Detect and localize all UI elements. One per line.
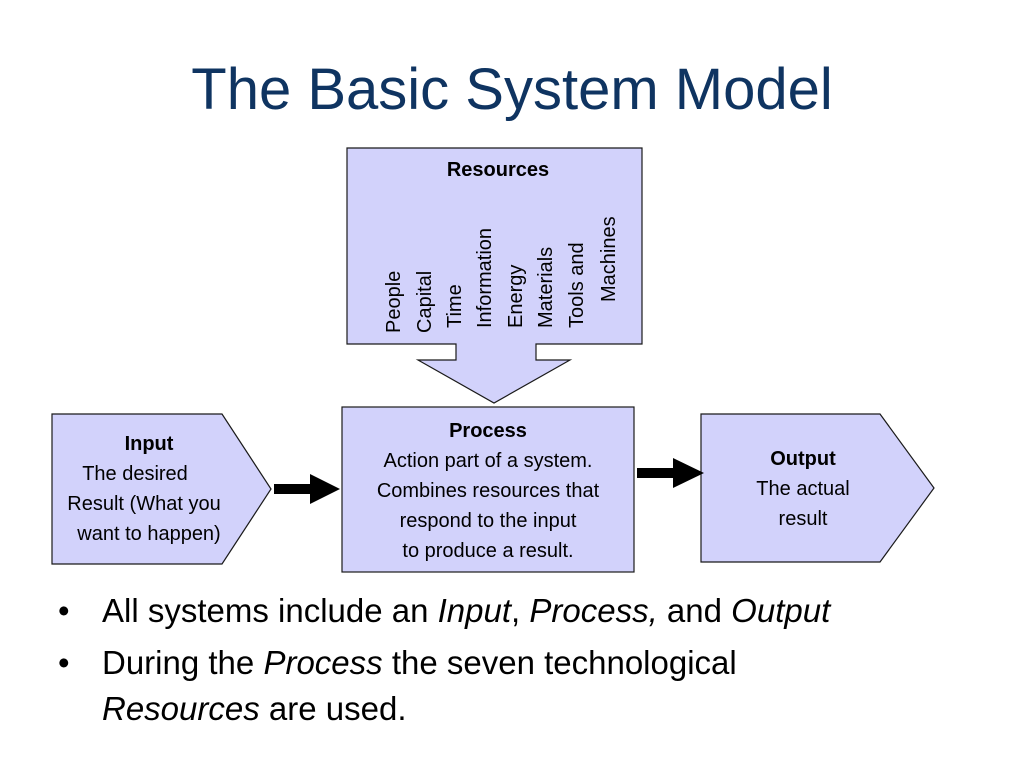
bullet-1-part-5: and <box>657 592 732 629</box>
resource-item-people: People <box>383 270 405 333</box>
output-label: Output The actual result <box>712 444 894 534</box>
input-line-3: want to happen) <box>77 523 221 545</box>
bullet-dot: • <box>58 592 70 629</box>
bullet-2-part-2: Process <box>263 644 383 681</box>
resources-heading: Resources <box>347 156 649 184</box>
bullet-2-part-1: During the <box>102 644 264 681</box>
process-shape <box>341 406 635 573</box>
process-label: Process Action part of a system. Combine… <box>338 416 638 566</box>
input-line-2: Result (What you <box>67 493 221 515</box>
resource-item-energy: Energy <box>505 264 527 328</box>
resource-item-information: Information <box>474 227 496 328</box>
resources-shape <box>346 147 643 404</box>
resource-item-capital: Capital <box>414 270 436 333</box>
output-shape <box>700 413 935 563</box>
bullet-1-part-6: Output <box>731 592 831 629</box>
process-line-3: respond to the input <box>399 510 577 532</box>
arrow-input-to-process <box>274 474 340 504</box>
bullet-1-part-1: All systems include an <box>102 592 438 629</box>
bullet-1-part-3: , <box>511 592 530 629</box>
input-shape <box>51 413 272 565</box>
bullet-dot: • <box>58 644 70 681</box>
process-line-4: to produce a result. <box>402 540 574 562</box>
input-line-1: The desired <box>82 463 188 485</box>
resources-heading-text: Resources <box>446 159 550 181</box>
bullet-2-part-5: are used. <box>259 690 407 727</box>
output-line-2: result <box>778 508 828 530</box>
bullet-item-2: • During the Process the seven technolog… <box>58 640 1018 732</box>
process-line-2: Combines resources that <box>376 480 600 502</box>
input-label: Input The desired Result (What you want … <box>44 429 254 549</box>
bullet-2-part-4: Resources <box>102 690 260 727</box>
resource-item-time: Time <box>444 284 466 328</box>
bullet-1-part-4: Process, <box>529 592 658 629</box>
bullet-2-part-3: the seven technological <box>382 644 737 681</box>
resource-item-tools: Tools and <box>566 242 588 328</box>
bullet-1-part-2: Input <box>437 592 512 629</box>
process-heading: Process <box>449 420 527 442</box>
resource-item-materials: Materials <box>535 246 557 328</box>
process-line-1: Action part of a system. <box>383 450 593 472</box>
input-heading: Input <box>124 433 174 455</box>
bullet-item-1: • All systems include an Input, Process,… <box>58 588 1018 634</box>
bullet-list: • All systems include an Input, Process,… <box>58 588 1018 738</box>
slide-title: The Basic System Model <box>191 57 833 122</box>
resource-item-machines: Machines <box>598 216 620 302</box>
arrow-process-to-output <box>637 458 704 488</box>
output-heading: Output <box>770 448 836 470</box>
output-line-1: The actual <box>756 478 850 500</box>
